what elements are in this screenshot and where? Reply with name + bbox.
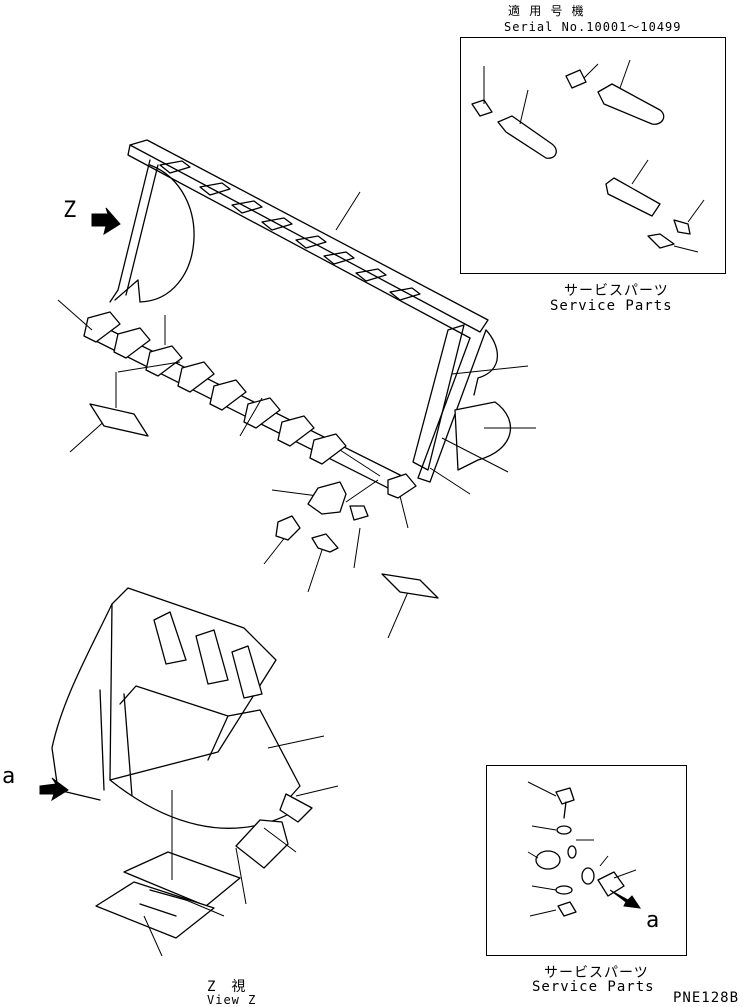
serial-range-label: Serial No.10001～10499 <box>504 20 682 34</box>
service-parts-caption-en-bottom: Service Parts <box>532 979 655 995</box>
applicable-models-label: 適 用 号 機 <box>508 4 585 18</box>
loose-parts <box>89 403 439 599</box>
view-z-arrow-label: Z <box>63 198 77 223</box>
bucket-lower <box>39 587 313 939</box>
view-z-caption-en: View Z <box>207 993 257 1007</box>
service-parts-caption-en-top: Service Parts <box>550 298 673 314</box>
ref-label-a-left: a <box>2 764 16 789</box>
service-parts-caption-jp-top: サービスパーツ <box>564 283 669 299</box>
service-parts-caption-jp-bottom: サービスパーツ <box>544 965 649 981</box>
service-parts-bottom-contents <box>527 781 642 917</box>
service-parts-box-top <box>460 37 726 274</box>
view-z-caption-jp: Z 視 <box>207 979 247 995</box>
service-parts-box-bottom <box>486 765 687 956</box>
service-parts-top-contents <box>471 59 705 253</box>
ref-label-a-right: a <box>646 908 660 933</box>
bucket-upper <box>83 139 512 499</box>
drawing-code: PNE128B <box>673 990 740 1006</box>
